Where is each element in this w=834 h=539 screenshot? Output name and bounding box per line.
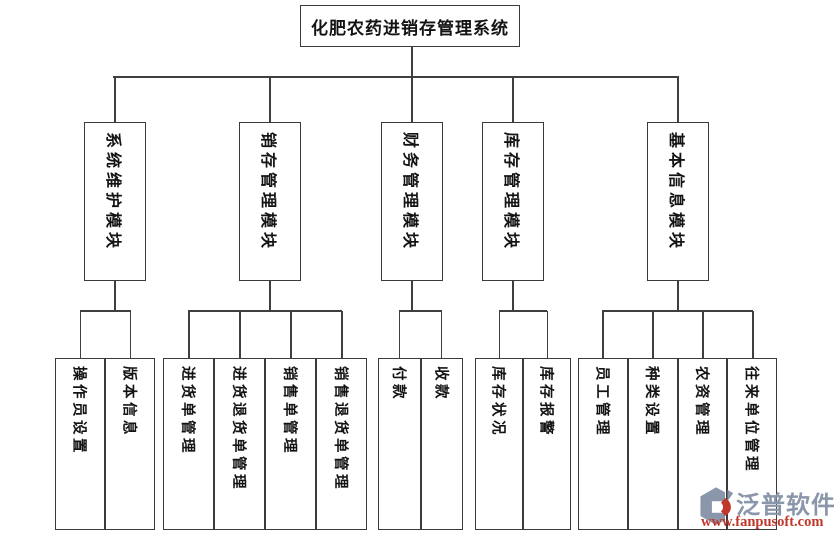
module-label: 系统维护模块: [104, 132, 121, 253]
leaf-node-inventory-alert: 库存报警: [523, 358, 571, 530]
connector-leaf-drop: [652, 311, 654, 358]
leaf-group-system-maintenance: 操作员设置 版本信息: [55, 358, 155, 530]
leaf-label: 农资管理: [692, 366, 709, 438]
leaf-node-payment: 付款: [378, 358, 421, 530]
leaf-node-purchase-return-order-mgmt: 进货退货单管理: [214, 358, 265, 530]
connector-leaf-drop: [602, 311, 604, 358]
connector-bus-group-5: [602, 310, 753, 312]
connector-drop-module-1: [114, 77, 116, 122]
connector-drop-module-3: [411, 77, 413, 122]
connector-stub-group-2: [269, 281, 271, 311]
leaf-node-purchase-order-mgmt: 进货单管理: [163, 358, 214, 530]
root-node: 化肥农药进销存管理系统: [300, 5, 520, 47]
leaf-node-sales-return-order-mgmt: 销售退货单管理: [316, 358, 367, 530]
leaf-node-operator-settings: 操作员设置: [55, 358, 105, 530]
leaf-label: 库存报警: [537, 366, 554, 438]
leaf-group-sales-inventory-mgmt: 进货单管理 进货退货单管理 销售单管理 销售退货单管理: [163, 358, 367, 530]
connector-leaf-drop: [752, 311, 754, 358]
module-label: 基本信息模块: [667, 132, 684, 253]
connector-bus-group-2: [188, 310, 342, 312]
connector-leaf-drop: [546, 311, 548, 358]
leaf-group-finance-mgmt: 付款 收款: [378, 358, 463, 530]
leaf-label: 员工管理: [593, 366, 610, 438]
module-node-finance-mgmt: 财务管理模块: [381, 122, 443, 281]
module-node-inventory-mgmt: 库存管理模块: [482, 122, 544, 281]
connector-bus-group-4: [499, 310, 547, 312]
leaf-node-version-info: 版本信息: [105, 358, 155, 530]
leaf-node-business-partner-mgmt: 往来单位管理: [727, 358, 777, 530]
connector-leaf-drop: [440, 311, 442, 358]
connector-leaf-drop: [498, 311, 500, 358]
connector-stub-group-1: [114, 281, 116, 311]
connector-stub-group-5: [677, 281, 679, 311]
leaf-node-sales-order-mgmt: 销售单管理: [265, 358, 316, 530]
leaf-node-employee-mgmt: 员工管理: [578, 358, 628, 530]
connector-leaf-drop: [341, 311, 343, 358]
leaf-group-inventory-mgmt: 库存状况 库存报警: [475, 358, 571, 530]
module-label: 销存管理模块: [259, 132, 276, 253]
connector-leaf-drop: [239, 311, 241, 358]
leaf-label: 进货单管理: [179, 366, 195, 456]
leaf-node-inventory-status: 库存状况: [475, 358, 523, 530]
leaf-label: 操作员设置: [70, 366, 87, 456]
module-label: 财务管理模块: [401, 132, 418, 253]
leaf-label: 库存状况: [489, 366, 506, 438]
module-label: 库存管理模块: [502, 132, 519, 253]
connector-stub-group-4: [512, 281, 514, 311]
leaf-group-basic-info: 员工管理 种类设置 农资管理 往来单位管理: [578, 358, 777, 530]
connector-leaf-drop: [398, 311, 400, 358]
leaf-label: 销售单管理: [281, 366, 297, 456]
root-node-label: 化肥农药进销存管理系统: [311, 18, 509, 38]
leaf-label: 版本信息: [120, 366, 137, 438]
leaf-node-category-settings: 种类设置: [627, 358, 678, 530]
leaf-label: 收款: [432, 366, 449, 402]
leaf-label: 往来单位管理: [742, 366, 759, 474]
leaf-label: 付款: [389, 366, 406, 402]
leaf-label: 进货退货单管理: [230, 366, 246, 492]
leaf-node-receipt: 收款: [420, 358, 463, 530]
connector-bus-group-1: [80, 310, 131, 312]
connector-drop-module-4: [512, 77, 514, 122]
leaf-node-agri-materials-mgmt: 农资管理: [677, 358, 728, 530]
connector-level1-bus: [113, 76, 679, 78]
leaf-label: 销售退货单管理: [332, 366, 348, 492]
connector-stub-group-3: [411, 281, 413, 311]
connector-leaf-drop: [79, 311, 81, 358]
module-node-system-maintenance: 系统维护模块: [84, 122, 146, 281]
connector-bus-group-3: [399, 310, 442, 312]
leaf-label: 种类设置: [643, 366, 660, 438]
module-node-basic-info: 基本信息模块: [647, 122, 709, 281]
connector-leaf-drop: [290, 311, 292, 358]
connector-root-vline: [411, 47, 413, 77]
connector-leaf-drop: [188, 311, 190, 358]
module-node-sales-inventory-mgmt: 销存管理模块: [239, 122, 301, 281]
connector-leaf-drop: [129, 311, 131, 358]
connector-drop-module-2: [269, 77, 271, 122]
connector-drop-module-5: [677, 77, 679, 122]
connector-leaf-drop: [702, 311, 704, 358]
